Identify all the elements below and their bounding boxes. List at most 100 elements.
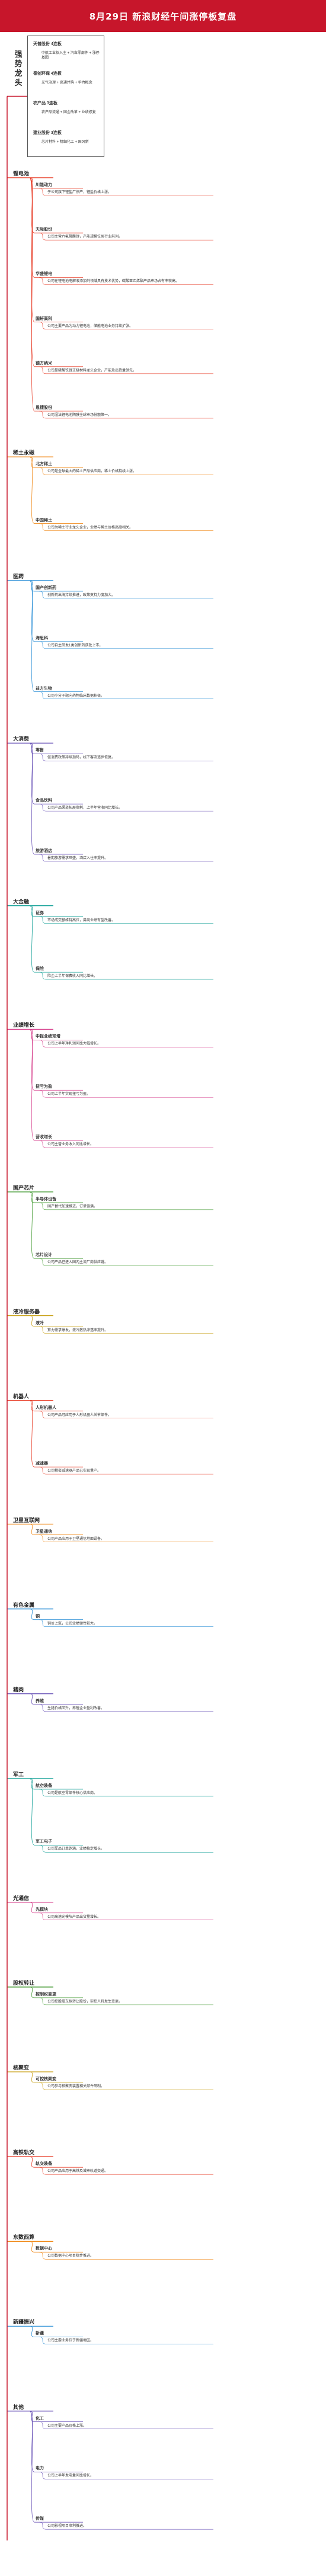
node-text: 公司控股股东拟转让股份，实控人将发生变更。 xyxy=(47,2000,123,2004)
connector-line xyxy=(39,1258,47,1266)
section-title: 核聚变 xyxy=(13,2065,30,2071)
section-title: 新疆振兴 xyxy=(13,2319,35,2325)
node-text: 险企上半年保费收入同比增长。 xyxy=(47,975,98,979)
connector-line xyxy=(29,2411,35,2472)
node-text: 公司军品订单饱满，业绩稳定增长。 xyxy=(47,1847,105,1851)
connector-line xyxy=(39,1845,47,1853)
node-label: 芯片设计 xyxy=(36,1253,52,1258)
node-label: 化工 xyxy=(36,2416,44,2421)
connector-line xyxy=(29,456,35,524)
node-text: 公司主营业务收入同比增长。 xyxy=(47,1143,94,1147)
section-title: 股权转让 xyxy=(13,1979,35,1986)
node-text: 公司上半年发电量同比增长。 xyxy=(47,2474,94,2478)
node-label: 恩捷股份 xyxy=(36,406,52,410)
connector-line xyxy=(39,2082,47,2090)
connector-line xyxy=(29,905,35,973)
connector-line xyxy=(39,2521,47,2530)
overview-item-detail: 光气治理 + 高通并购 + 华为概念 xyxy=(41,81,92,85)
connector-line xyxy=(29,177,35,412)
overview-item-detail: 农产品流通 + 国企改革 + 业绩修复 xyxy=(41,111,96,114)
overview-item-label: 农产品 3连板 xyxy=(33,101,57,105)
node-text: 公司影视项目顺利推进。 xyxy=(47,2524,87,2529)
node-text: 公司产品渠道拓展顺利，上半年营收同比增长。 xyxy=(47,806,123,810)
connector-line xyxy=(39,854,47,862)
connector-line xyxy=(29,742,35,805)
node-text: 生猪价格回升，养殖企业盈利改善。 xyxy=(47,1706,105,1710)
connector-line xyxy=(39,1411,47,1419)
node-text: 公司数据中心项目稳步推进。 xyxy=(47,2254,94,2258)
node-label: 北方稀土 xyxy=(36,462,52,467)
node-label: 半导体设备 xyxy=(36,1197,56,1202)
mindmap: 强势龙头天普股份 4连板中航工业拟入主 + 汽车零部件 + 涨停基因德创环保 4… xyxy=(0,32,326,2576)
overview-box xyxy=(27,36,104,157)
section-title: 国产芯片 xyxy=(13,1184,35,1191)
connector-line xyxy=(29,1987,35,1998)
section-title: 大金融 xyxy=(13,898,30,905)
connector-line xyxy=(39,1534,47,1542)
connector-line xyxy=(29,2241,35,2253)
section-title: 猪肉 xyxy=(13,1686,24,1693)
node-text: 国产替代加速推进，订单饱满。 xyxy=(47,1204,98,1209)
overview-title: 强势龙头 xyxy=(14,50,23,87)
node-text: 公司是航空零部件核心供应商。 xyxy=(47,1791,98,1795)
node-label: 旅游酒店 xyxy=(36,848,52,853)
node-text: 公司精密减速器产品已实现量产。 xyxy=(47,1469,101,1473)
connector-line xyxy=(39,1912,47,1921)
connector-line xyxy=(39,277,47,285)
node-label: 电力 xyxy=(36,2466,44,2471)
connector-line xyxy=(29,1191,35,1259)
node-text: 公司是全球最大的稀土产品供应商，稀土价格持续上涨。 xyxy=(47,470,137,474)
node-label: 航空装备 xyxy=(36,1783,52,1788)
node-label: 保险 xyxy=(36,967,44,972)
section-title: 其他 xyxy=(13,2404,24,2410)
connector-line xyxy=(29,2326,35,2337)
connector-line xyxy=(39,1789,47,1797)
node-label: 传媒 xyxy=(36,2517,44,2521)
node-label: 军工电子 xyxy=(36,1840,52,1844)
node-text: 公司主要产品价格上涨。 xyxy=(47,2424,87,2428)
node-label: 国产创新药 xyxy=(36,585,56,590)
node-text: 公司自主研发1类创新药获批上市。 xyxy=(47,643,103,648)
node-label: 液冷 xyxy=(36,1321,44,1325)
section-title: 军工 xyxy=(13,1771,24,1777)
node-text: 创新药出海持续推进，政策支持力度加大。 xyxy=(47,593,116,597)
node-text: 公司湿法锂电池隔膜全球市场份额第一。 xyxy=(47,414,112,417)
node-text: 公司小分子靶向药物临床数据积极。 xyxy=(47,694,105,698)
connector-line xyxy=(39,2337,47,2344)
node-text: 市场成交额维持高位，券商业绩有望改善。 xyxy=(47,918,116,922)
connector-line xyxy=(29,1029,35,1091)
section-title: 光通信 xyxy=(13,1895,30,1901)
node-label: 轨交装备 xyxy=(36,2162,52,2167)
node-text: 公司产品应用于高铁及城市轨道交通。 xyxy=(47,2170,108,2174)
node-text: 暑期旅游需求旺盛，酒店入住率提升。 xyxy=(47,856,108,860)
section-title: 大消费 xyxy=(13,736,30,742)
node-text: 促消费政策持续加码，线下客流逐步恢复。 xyxy=(47,756,116,760)
connector-line xyxy=(29,742,35,855)
connector-line xyxy=(29,1400,35,1468)
connector-line xyxy=(39,411,47,419)
node-label: 证券 xyxy=(36,911,44,915)
node-text: 公司参与核聚变装置相关部件研制。 xyxy=(47,2085,105,2089)
node-text: 公司主要业务位于新疆地区。 xyxy=(47,2339,94,2343)
node-label: 控制权变更 xyxy=(36,1992,56,1997)
node-label: 可控核聚变 xyxy=(36,2077,56,2082)
node-label: 益方生物 xyxy=(36,686,52,691)
node-text: 公司上半年净利润同比大幅增长。 xyxy=(47,1042,101,1046)
node-text: 公司产品应用于卫星通信地面设备。 xyxy=(47,1537,105,1541)
section-title: 东数西算 xyxy=(13,2234,35,2241)
node-label: 中报业绩预增 xyxy=(36,1034,60,1039)
node-label: 中国稀土 xyxy=(36,518,52,523)
section-title: 锂电池 xyxy=(13,171,30,177)
connector-line xyxy=(39,232,47,241)
node-text: 公司上半年实现扭亏为盈。 xyxy=(47,1092,91,1097)
connector-line xyxy=(39,2472,47,2479)
connector-line xyxy=(29,1524,35,1535)
section-title: 高铁轨交 xyxy=(13,2149,35,2156)
connector-line xyxy=(39,1040,47,1047)
node-label: 扭亏为盈 xyxy=(36,1085,52,1090)
node-text: 算力需求爆发，液冷散热渗透率提升。 xyxy=(47,1328,108,1332)
node-label: 华盛锂电 xyxy=(36,272,52,277)
connector-line xyxy=(39,467,47,475)
node-label: 人形机器人 xyxy=(36,1405,56,1410)
node-label: 卫星通信 xyxy=(36,1529,52,1534)
